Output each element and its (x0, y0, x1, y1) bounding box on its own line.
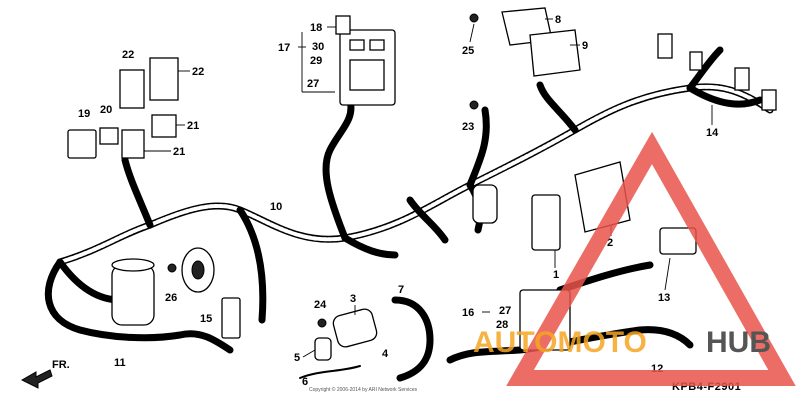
relay-21a (121, 129, 145, 159)
relay-group-left (67, 57, 179, 159)
callout-10: 10 (270, 201, 282, 213)
connector-14c (761, 89, 777, 111)
callout-16: 16 (462, 307, 474, 319)
callout-27a: 27 (307, 78, 319, 90)
callout-26: 26 (165, 292, 177, 304)
callout-18: 18 (310, 22, 322, 34)
watermark: AUTOMOTO HUB (473, 131, 796, 386)
watermark-text-auto: AUTOMOTO (473, 326, 647, 359)
canister-center (472, 184, 498, 224)
relay-22a (119, 69, 145, 109)
canister-small (472, 184, 498, 224)
relay-20 (99, 127, 119, 145)
callout-9: 9 (582, 40, 588, 52)
callout-29: 29 (310, 55, 322, 67)
plug-wire-6 (299, 365, 361, 379)
fuse-cover-18 (335, 15, 351, 35)
bolt-24 (317, 318, 327, 328)
fuse-slot-c (349, 59, 385, 91)
callout-22a: 22 (122, 49, 134, 61)
ignition-coil-3 (299, 308, 378, 379)
canister-top (111, 258, 155, 272)
callout-23: 23 (462, 121, 474, 133)
main-wire-harness (44, 46, 774, 354)
relay-22b (149, 57, 179, 101)
canister-11 (111, 264, 155, 326)
cap-5 (314, 337, 332, 361)
callout-28: 28 (496, 319, 508, 331)
ecu-group (501, 7, 581, 77)
callout-21b: 21 (173, 146, 185, 158)
connector-14b (734, 67, 750, 91)
horn-center (191, 260, 205, 280)
fuse-slot-b (369, 39, 385, 51)
connector-14a (657, 33, 673, 59)
bolts (167, 13, 479, 328)
bolt-23 (469, 100, 479, 110)
callout-6: 6 (302, 376, 308, 388)
copyright-text: Copyright © 2006-2014 by ARI Network Ser… (309, 386, 418, 393)
callout-1: 1 (553, 269, 559, 281)
bolt-25 (469, 13, 479, 23)
fuse-box (335, 15, 396, 106)
callout-8: 8 (555, 14, 561, 26)
callout-4: 4 (382, 348, 389, 360)
bolt-26 (167, 263, 177, 273)
connectors-14 (657, 33, 777, 111)
front-label: FR. (52, 359, 70, 371)
callout-30: 30 (312, 41, 324, 53)
watermark-text-hub: HUB (706, 326, 771, 359)
callout-20: 20 (100, 104, 112, 116)
relay-21b (151, 114, 177, 138)
callout-22b: 22 (192, 66, 204, 78)
callout-14: 14 (706, 127, 719, 139)
callout-27b: 27 (499, 305, 511, 317)
front-arrow-icon (20, 369, 53, 389)
callout-7: 7 (398, 284, 404, 296)
callout-5: 5 (294, 352, 300, 364)
callout-17: 17 (278, 42, 290, 54)
callout-15: 15 (200, 313, 212, 325)
canister-left (111, 258, 155, 326)
callout-11: 11 (114, 357, 126, 369)
horn-15 (181, 247, 241, 339)
callout-19: 19 (78, 108, 90, 120)
callout-2: 2 (607, 237, 613, 249)
callout-13: 13 (658, 292, 670, 304)
connector-15 (221, 297, 241, 339)
unit-1 (531, 194, 561, 251)
cover-9 (529, 29, 581, 77)
coil-3 (332, 308, 378, 348)
connector-14d (689, 51, 703, 71)
callout-21a: 21 (187, 120, 199, 132)
front-arrow: FR. (20, 359, 70, 389)
callout-25: 25 (462, 45, 474, 57)
callout-3: 3 (350, 293, 356, 305)
callout-24: 24 (314, 299, 327, 311)
fuse-slot-a (349, 39, 365, 51)
relay-19 (67, 129, 97, 159)
watermark-triangle (506, 131, 796, 386)
